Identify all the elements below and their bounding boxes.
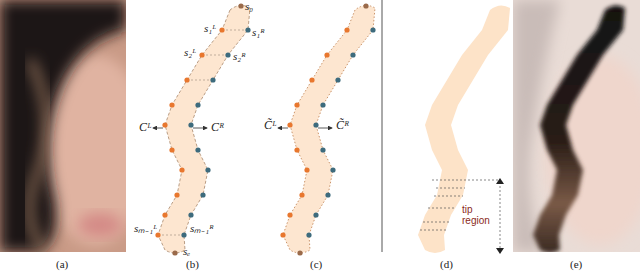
point-label: sₘ₋₁ᴿ — [190, 222, 214, 234]
point-label: s₂ᴸ — [184, 46, 197, 58]
contour-label: Cᴸ — [139, 121, 152, 134]
contour-label: C̃ᴿ — [336, 119, 349, 132]
contour-label: C̃ᴸ — [264, 119, 277, 132]
point-label: s₀ — [245, 0, 253, 12]
region-label: tip region — [462, 204, 498, 226]
panel-label: (a) — [56, 258, 68, 270]
panel-label: (b) — [186, 258, 199, 270]
point-label: sₑ — [183, 245, 190, 257]
point-label: s₁ᴿ — [252, 26, 265, 38]
point-label: sₘ₋₁ᴸ — [134, 222, 158, 234]
panel-label: (c) — [310, 258, 322, 270]
point-label: s₂ᴿ — [233, 50, 246, 62]
panel-label: (d) — [440, 258, 453, 270]
panel-label: (e) — [570, 258, 582, 270]
photo-e — [513, 0, 640, 253]
point-label: s₁ᴸ — [204, 22, 217, 34]
photo-a — [0, 0, 150, 252]
contour-label: Cᴿ — [211, 121, 224, 134]
